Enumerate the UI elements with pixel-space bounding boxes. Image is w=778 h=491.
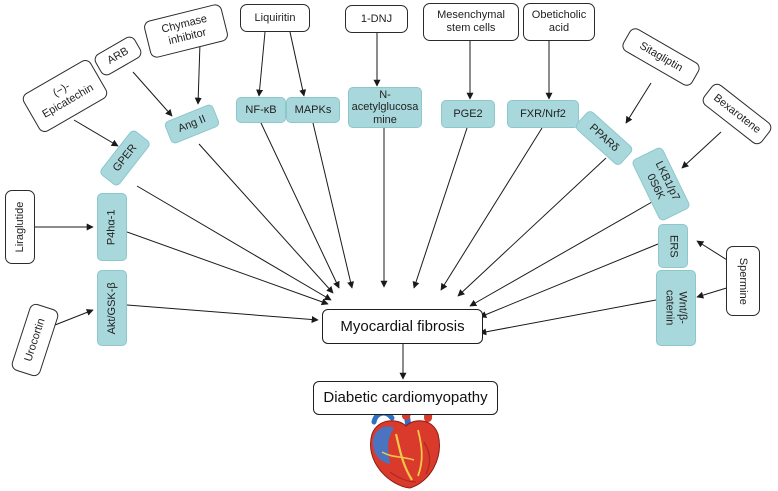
diabetic-cardiomyopathy-box: Diabetic cardiomyopathy: [313, 381, 498, 415]
arrow-arb-angii: [132, 71, 173, 117]
arrow-chymase-angii: [194, 42, 202, 105]
arrow-ers-fibrosis: [479, 243, 659, 318]
arrow-nfkb-fibrosis: [260, 122, 340, 289]
target-ers: ERS: [658, 224, 688, 268]
arrow-mapks-fibrosis: [312, 122, 354, 289]
drug-liraglutide: Liraglutide: [5, 190, 35, 264]
drug-spermine: Spermine: [726, 246, 760, 316]
arrow-p4ha-fibrosis: [126, 231, 329, 306]
arrow-akt-fibrosis: [126, 304, 319, 323]
arrow-angii-fibrosis: [198, 143, 334, 294]
arrow-fxr-fibrosis: [440, 127, 543, 291]
arrow-liquiritin-nfkb: [256, 31, 266, 97]
arrow-wnt-fibrosis: [479, 299, 657, 336]
target-nf-kb: NF-κB: [236, 97, 286, 123]
target-akt-gsk-b: Akt/GSK-β: [97, 270, 127, 346]
arrow-bexarotene-lkb1: [681, 131, 722, 169]
target-fxr-nrf2: FXR/Nrf2: [507, 100, 579, 128]
drug-mesenchymal-stem-cells: Mesenchymal stem cells: [423, 3, 519, 41]
arrow-lkb1-fibrosis: [469, 197, 660, 307]
target-mapks: MAPKs: [286, 97, 340, 123]
target-wnt-b-catenin: Wnt/β- catenin: [656, 270, 696, 346]
arrow-pge2-fibrosis: [412, 127, 468, 289]
arrow-liquiritin-mapks: [289, 31, 307, 97]
drug-obeticholic-acid: Obeticholic acid: [523, 3, 595, 41]
drug-liquiritin: Liquiritin: [240, 4, 310, 32]
arrow-urocortin-akt: [54, 309, 94, 326]
myocardial-fibrosis-box: Myocardial fibrosis: [322, 309, 483, 344]
target-p4ha-1: P4hα-1: [97, 193, 127, 261]
arrow-ppard-fibrosis: [457, 157, 607, 297]
arrow-gper-fibrosis: [136, 185, 332, 301]
target-pge2: PGE2: [441, 100, 495, 128]
drug-1-dnj: 1-DNJ: [345, 5, 408, 33]
target-n-acetylglucosamine: N- acetylglucosa mine: [348, 87, 422, 128]
arrow-epicatechin-gper: [73, 119, 119, 147]
arrow-sitagliptin-ppard: [625, 82, 652, 124]
